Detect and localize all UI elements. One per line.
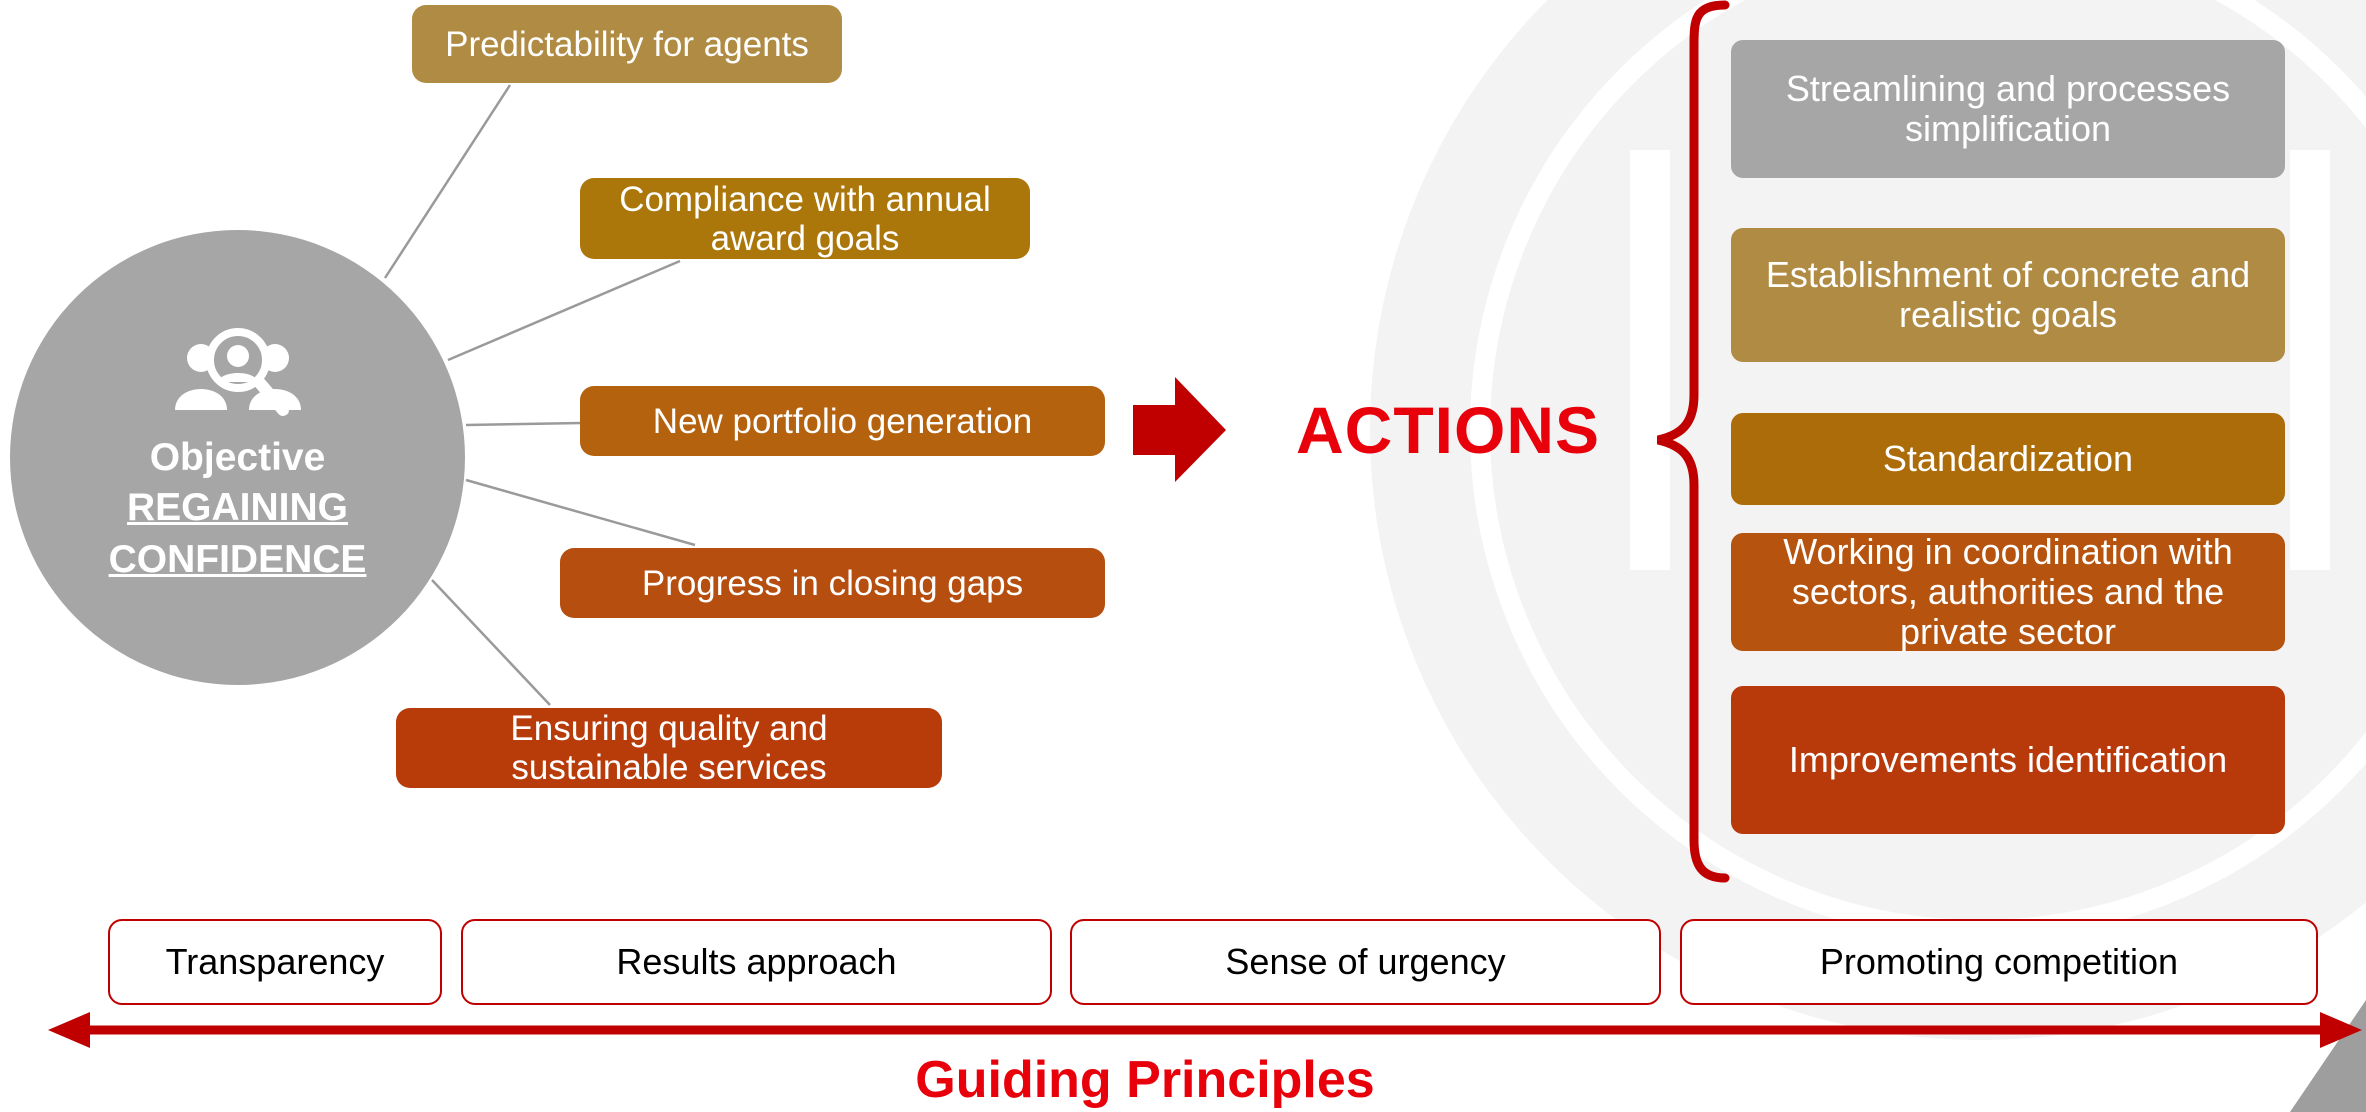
guiding-principles-label: Guiding Principles	[915, 1051, 1375, 1109]
guiding-principles-double-arrow	[48, 1012, 2362, 1048]
principle-promoting-competition: Promoting competition	[1680, 919, 2318, 1005]
right-arrow-icon	[1133, 377, 1226, 482]
objective-title-line2: CONFIDENCE	[108, 537, 367, 581]
principle-results-approach: Results approach	[461, 919, 1052, 1005]
goal-new-portfolio-generation: New portfolio generation	[580, 386, 1105, 456]
action-improvements-identification: Improvements identification	[1731, 686, 2285, 834]
principle-sense-of-urgency: Sense of urgency	[1070, 919, 1661, 1005]
goal-progress-in-closing-gaps: Progress in closing gaps	[560, 548, 1105, 618]
actions-heading: ACTIONS	[1296, 393, 1600, 467]
objective-label: Objective	[149, 435, 326, 479]
principle-transparency: Transparency	[108, 919, 442, 1005]
action-working-in-coordination: Working in coordination with sectors, au…	[1731, 532, 2285, 652]
people-search-icon	[174, 327, 301, 416]
goal-predictability-for-agents: Predictability for agents	[412, 5, 842, 83]
goal-compliance-with-annual-award-goals: Compliance with annual award goals	[580, 178, 1030, 259]
action-establishment-of-goals: Establishment of concrete and realistic …	[1731, 228, 2285, 362]
objective-circle: Objective REGAINING CONFIDENCE	[10, 230, 465, 685]
objective-title-line1: REGAINING	[126, 485, 348, 529]
goal-ensuring-quality-and-sustainable-services: Ensuring quality and sustainable service…	[396, 708, 942, 788]
curly-brace	[1656, 0, 1730, 883]
action-standardization: Standardization	[1731, 413, 2285, 505]
action-streamlining: Streamlining and processes simplificatio…	[1731, 40, 2285, 178]
